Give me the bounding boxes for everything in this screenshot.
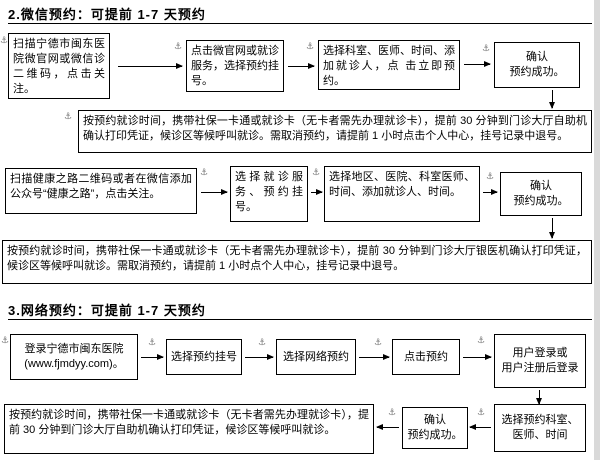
wechat-hospital-step3-box: 选择科室、医师、时间、添加就诊人，点 击立即预约。: [318, 40, 460, 90]
web-step1-box: 登录宁德市闽东医院 (www.fjmdyy.com)。: [10, 334, 138, 380]
section-web-title: 3.网络预约：可提前 1-7 天预约: [8, 300, 592, 320]
wechat-jkzl-step4-box: 确认 预约成功。: [500, 172, 582, 216]
arrow-right-icon: [311, 189, 323, 195]
arrow-down-icon: [536, 390, 542, 405]
wechat-hospital-note-box: 按预约就诊时间，携带社保一卡通或就诊卡（无卡者需先办理就诊卡），提前 30 分钟…: [78, 110, 592, 153]
arrow-right-icon: [359, 354, 390, 360]
anchor-icon: ⚓: [477, 335, 486, 345]
anchor-icon: ⚓: [64, 111, 73, 121]
web-step7-box: 确认 预约成功。: [402, 407, 468, 449]
web-step4-box: 点击预约: [392, 339, 460, 375]
wechat-jkzl-step1-box: 扫描健康之路二维码或者在微信添加公众号“健康之路”，点击关注。: [5, 168, 197, 214]
arrow-left-icon: [376, 424, 399, 430]
web-step5-box: 用户登录或 用户注册后登录: [494, 334, 586, 388]
web-note-box: 按预约就诊时间，携带社保一卡通或就诊卡（无卡者需先办理就诊卡），提前 30 分钟…: [4, 404, 374, 454]
arrow-down-icon: [549, 90, 555, 109]
web-step3-box: 选择网络预约: [276, 339, 356, 375]
web-step6-box: 选择预约科室、 医师、时间: [494, 404, 586, 452]
anchor-icon: ⚓: [486, 171, 495, 181]
anchor-icon: ⚓: [148, 337, 157, 347]
anchor-icon: ⚓: [200, 167, 209, 177]
arrow-down-icon: [549, 218, 555, 239]
wechat-jkzl-step2-box: 选 择 就 诊 服 务、预约挂号。: [230, 166, 308, 222]
anchor-icon: ⚓: [312, 167, 321, 177]
window-edge: [594, 0, 600, 460]
arrow-right-icon: [118, 63, 183, 69]
wechat-jkzl-note-box: 按预约就诊时间，携带社保一卡通或就诊卡（无卡者需先办理就诊卡），提前 30 分钟…: [2, 240, 592, 284]
anchor-icon: ⚓: [374, 337, 383, 347]
wechat-hospital-step1-box: 扫描宁德市闽东医院微官网或微信诊二维码，点击关注。: [8, 33, 110, 99]
web-step2-box: 选择预约挂号: [166, 339, 242, 375]
arrow-right-icon: [141, 354, 164, 360]
arrow-right-icon: [288, 63, 315, 69]
anchor-icon: ⚓: [0, 35, 9, 45]
anchor-icon: ⚓: [258, 337, 267, 347]
wechat-hospital-step2-box: 点击微官网或就诊服务，选择预约挂号。: [186, 40, 284, 92]
section-wechat-title: 2.微信预约：可提前 1-7 天预约: [8, 4, 592, 24]
anchor-icon: ⚓: [174, 41, 183, 51]
arrow-right-icon: [483, 189, 498, 195]
anchor-icon: ⚓: [482, 43, 491, 53]
anchor-icon: ⚓: [306, 41, 315, 51]
arrow-right-icon: [201, 189, 228, 195]
wechat-hospital-step4-box: 确认 预约成功。: [494, 42, 580, 88]
arrow-right-icon: [245, 354, 274, 360]
arrow-right-icon: [463, 354, 492, 360]
anchor-icon: ⚓: [388, 407, 397, 417]
arrow-left-icon: [469, 424, 491, 430]
anchor-icon: ⚓: [477, 407, 486, 417]
arrow-right-icon: [464, 61, 491, 67]
wechat-jkzl-step3-box: 选择地区、医院、科室医师、时间、添加就诊人、时间。: [324, 166, 480, 222]
anchor-icon: ⚓: [1, 335, 10, 345]
